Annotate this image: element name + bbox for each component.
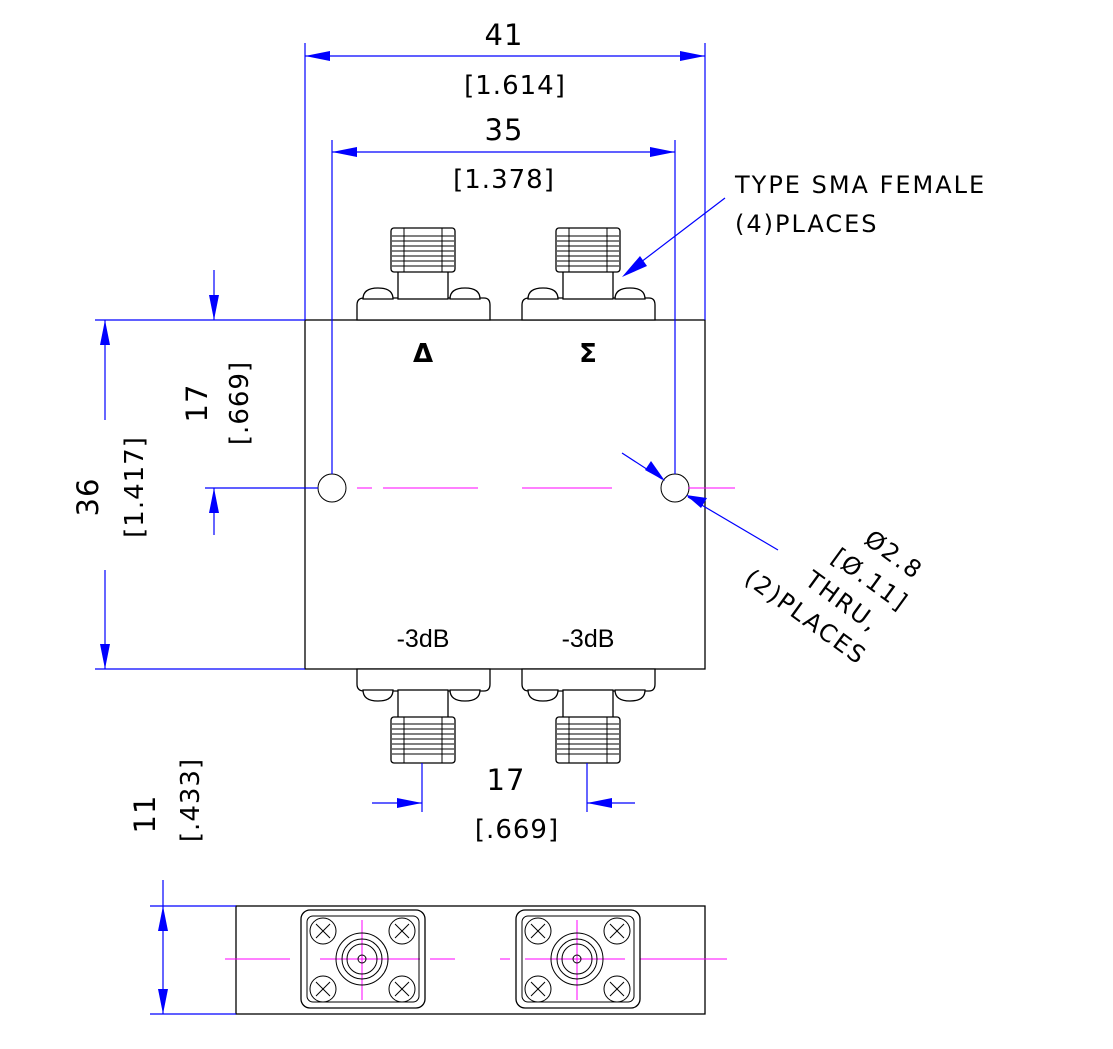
dim-overall-width-mm: 41 xyxy=(485,18,524,52)
port-label-out-right: -3dB xyxy=(562,625,615,653)
leader-connector-note xyxy=(622,197,726,277)
dim-hole-offset xyxy=(205,270,318,535)
housing-side-view xyxy=(235,905,706,1015)
sma-connector-face-right xyxy=(515,909,641,1009)
dim-connector-spacing-in: [.669] xyxy=(475,815,559,845)
dim-hole-spacing xyxy=(331,140,676,474)
sma-connector-top-left xyxy=(356,227,491,321)
side-centerline xyxy=(225,920,727,1000)
note-connector-type: TYPE SMA FEMALE xyxy=(734,171,986,199)
dim-hole-offset-mm: 17 xyxy=(180,384,214,423)
dim-overall-width-in: [1.614] xyxy=(464,71,566,101)
sma-connector-top-right xyxy=(521,227,656,321)
port-label-out-left: -3dB xyxy=(397,625,450,653)
dim-connector-spacing-mm: 17 xyxy=(487,763,526,797)
dim-hole-spacing-mm: 35 xyxy=(485,113,524,147)
dim-connector-spacing xyxy=(372,763,635,812)
note-hole-spec: Ø2.8 [Ø.11] THRU, (2)PLACES xyxy=(739,525,928,671)
dim-height xyxy=(95,319,305,670)
sma-connector-bottom-left xyxy=(356,668,491,764)
leader-hole-note xyxy=(621,452,779,551)
dim-thickness-mm: 11 xyxy=(128,795,162,834)
dim-hole-spacing-in: [1.378] xyxy=(453,165,555,195)
dim-height-mm: 36 xyxy=(71,478,105,517)
dim-overall-width xyxy=(304,43,706,320)
dim-thickness xyxy=(150,880,236,1015)
port-label-delta: Δ xyxy=(413,339,433,369)
dim-thickness-in: [.433] xyxy=(176,758,206,842)
dim-hole-offset-in: [.669] xyxy=(225,361,255,445)
dim-height-in: [1.417] xyxy=(120,436,150,538)
note-connector-qty: (4)PLACES xyxy=(735,210,879,238)
sma-connector-face-left xyxy=(300,909,426,1009)
port-label-sigma: Σ xyxy=(579,339,597,369)
sma-connector-bottom-right xyxy=(521,668,656,764)
housing-top-view xyxy=(304,319,706,670)
